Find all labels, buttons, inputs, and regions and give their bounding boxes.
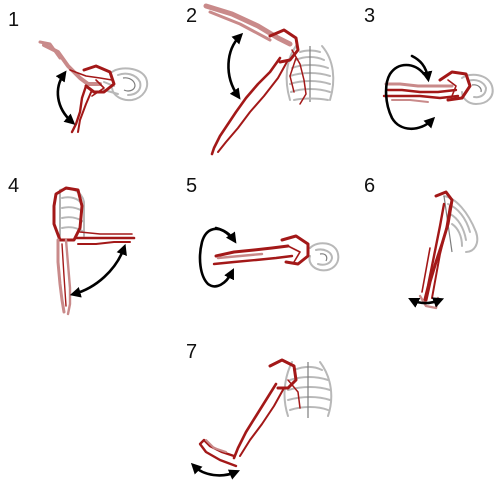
panel-7: 7 (186, 341, 331, 475)
panel-number: 1 (8, 9, 19, 31)
panel-number: 5 (186, 175, 197, 197)
panel-1: 1 (8, 9, 147, 132)
rotation-arrow-top (216, 228, 234, 240)
panel-number: 7 (186, 341, 197, 363)
panel-3: 3 (364, 5, 493, 129)
arm-musculature (200, 360, 300, 466)
panel-2: 2 (186, 5, 333, 154)
abduction-arrow (74, 248, 124, 294)
panel-6: 6 (364, 175, 477, 308)
panel-number: 2 (186, 5, 197, 27)
panel-number: 4 (8, 175, 19, 197)
flexion-arrow (228, 36, 240, 96)
panel-5: 5 (186, 175, 338, 286)
panel-number: 3 (364, 5, 375, 27)
rib-cage-front-view (285, 362, 332, 418)
panel-number: 6 (364, 175, 375, 197)
arm-musculature (420, 192, 452, 308)
rib-cage-top-view (309, 243, 338, 270)
arm-musculature (214, 236, 308, 264)
arm-musculature (40, 42, 114, 132)
rotation-arrow (194, 466, 236, 475)
panel-4: 4 (8, 175, 134, 314)
rotation-arrow (58, 74, 72, 122)
arm-musculature (206, 6, 306, 154)
